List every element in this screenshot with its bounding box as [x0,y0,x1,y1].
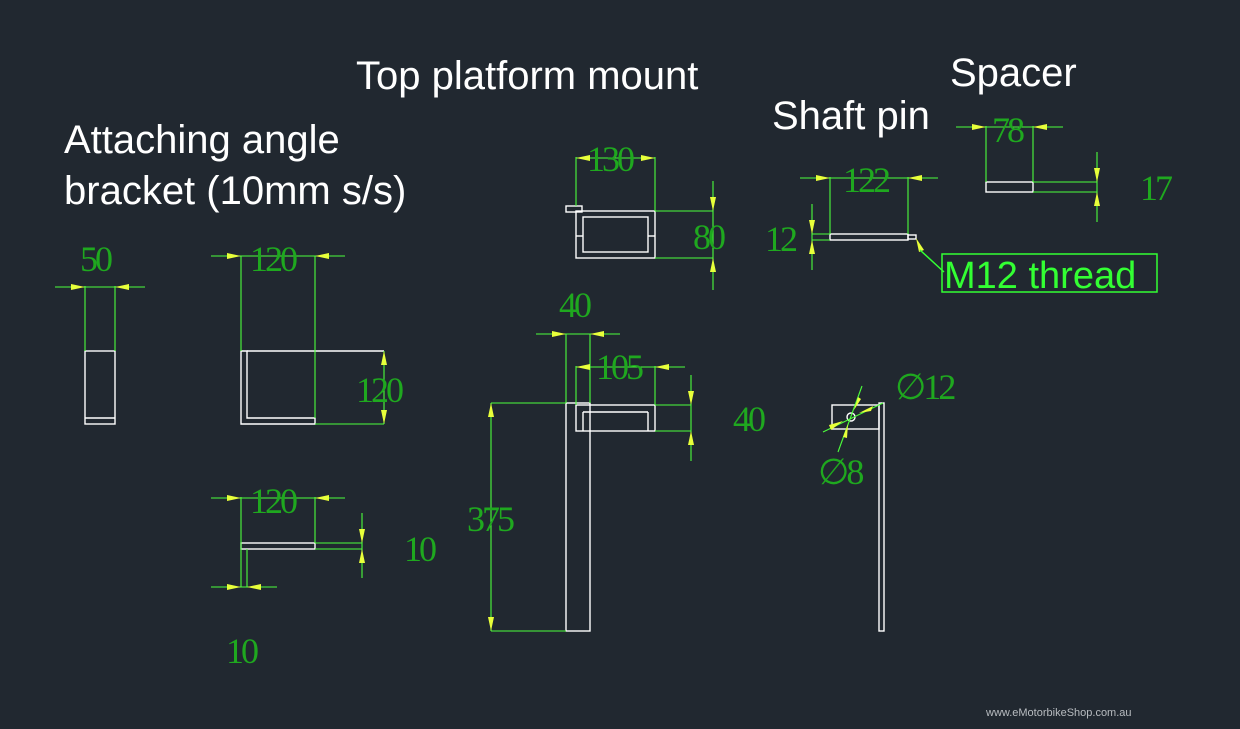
dimension-arrow [854,397,861,410]
dimension-arrow [576,155,590,161]
dimension-label-80: 80 [693,217,725,257]
dimension-arrow [576,364,590,370]
dimension-label-10-offset: 10 [226,631,258,671]
bracket-plan-view: 120 10 10 [211,481,439,671]
callout-arrow [916,238,924,252]
dimension-arrow [115,284,129,290]
top-platform-mount-view: 130 80 [565,139,728,290]
dimension-label-122: 122 [843,160,890,200]
dimension-label-375: 375 [467,499,514,539]
dimension-arrow [829,421,843,430]
dimension-arrow [688,391,694,405]
dimension-arrow [688,431,694,445]
hole-detail-view: ∅12 ∅8 [818,367,958,632]
dimension-arrow [710,197,716,211]
dimension-arrow [227,253,241,259]
title-top-platform-mount: Top platform mount [356,54,698,98]
dimension-arrow [590,331,604,337]
platform-outer [575,210,656,259]
dimension-label-130: 130 [587,139,634,179]
hole-plate-outline [878,402,885,632]
dimension-arrow [908,175,922,181]
dimension-arrow [381,410,387,424]
dimension-label-10-thickness: 10 [404,529,436,569]
callout-m12-thread: M12 thread [944,255,1136,297]
dimension-arrow [809,220,815,234]
spacer-view: 78 17 [956,110,1175,222]
platform-inner [582,216,649,253]
dimension-arrow [809,240,815,254]
post-view: 40 105 40 375 [467,285,768,632]
dimension-label-40-side: 40 [733,399,765,439]
dimension-label-40-top: 40 [559,285,591,325]
dimension-arrow [227,495,241,501]
dimension-label-120-plan: 120 [250,481,297,521]
dimension-label-120-top: 120 [250,239,297,279]
dimension-label-50: 50 [80,239,112,279]
dimension-arrow [247,584,261,590]
dimension-arrow [1094,168,1100,182]
dimension-arrow [488,403,494,417]
bracket-end-outline [84,350,116,425]
bracket-end-view: 50 [55,239,145,425]
dimension-label-12: 12 [765,219,797,259]
dimension-arrow [859,406,873,413]
title-angle-bracket-line1: Attaching angle [64,118,340,162]
title-spacer: Spacer [950,51,1077,95]
dimension-arrow [816,175,830,181]
post-outline [565,402,591,632]
dimension-arrow [315,253,329,259]
watermark-text: www.eMotorbikeShop.com.au [985,707,1132,719]
dimension-arrow [552,331,566,337]
dimension-arrow [843,424,848,438]
dimension-arrow [655,364,669,370]
dimension-arrow [71,284,85,290]
dimension-label-17: 17 [1140,168,1172,208]
bracket-side-view: 120 120 [211,239,406,425]
title-shaft-pin: Shaft pin [772,94,930,138]
dimension-label-78: 78 [992,110,1024,150]
dimension-arrow [641,155,655,161]
post-arm-outer [575,404,656,432]
callout-box [941,253,1158,293]
dimension-arrow [972,124,986,130]
dimension-label-120-side: 120 [356,370,403,410]
dimension-arrow [359,549,365,563]
dimension-arrow [315,495,329,501]
callout-leader [919,249,945,273]
shaft-pin-view: 122 12 M12 thread [765,160,1158,297]
dimension-label-105: 105 [596,347,643,387]
bracket-l-profile [240,350,316,425]
title-angle-bracket-line2: bracket (10mm s/s) [64,169,406,213]
dimension-arrow [227,584,241,590]
spacer-outline [985,181,1034,193]
shaft-pin-outline [829,233,909,241]
dimension-arrow [359,529,365,543]
diameter-line [837,385,863,453]
dimension-arrow [488,617,494,631]
platform-tab [565,205,583,213]
dimension-arrow [1094,192,1100,206]
dimension-arrow [710,258,716,272]
shaft-pin-thread-end [907,234,917,240]
dimension-arrow [1033,124,1047,130]
dimension-arrow [381,351,387,365]
bracket-plan-outline [240,542,316,550]
dimension-label-hole-8: ∅8 [818,452,863,492]
dimension-label-hole-12: ∅12 [895,367,955,407]
